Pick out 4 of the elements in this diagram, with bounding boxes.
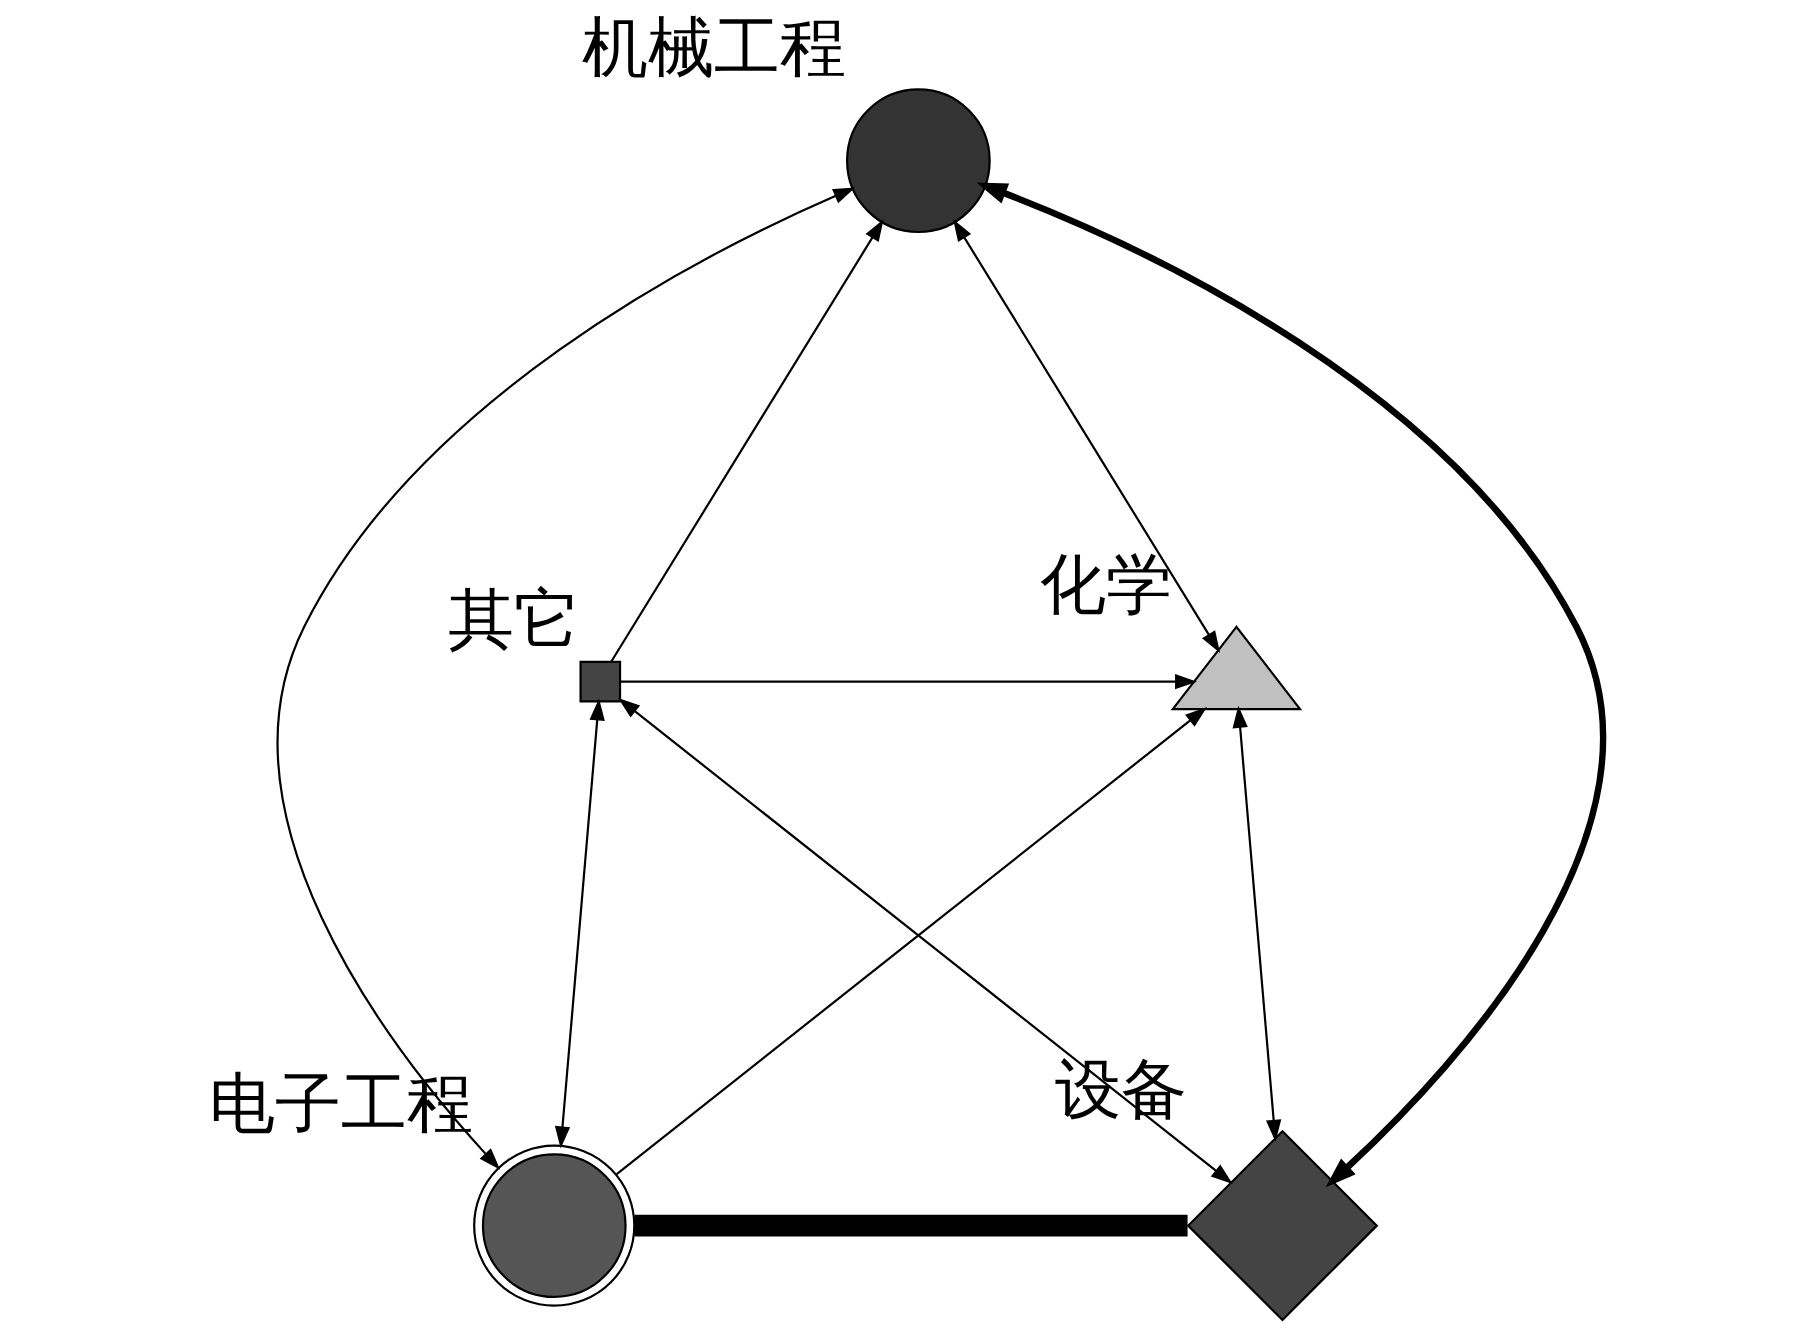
node-label: 设备	[1055, 1050, 1188, 1128]
node-label: 化学	[1039, 546, 1172, 624]
node-label: 机械工程	[582, 8, 847, 86]
node-label: 其它	[447, 581, 580, 659]
